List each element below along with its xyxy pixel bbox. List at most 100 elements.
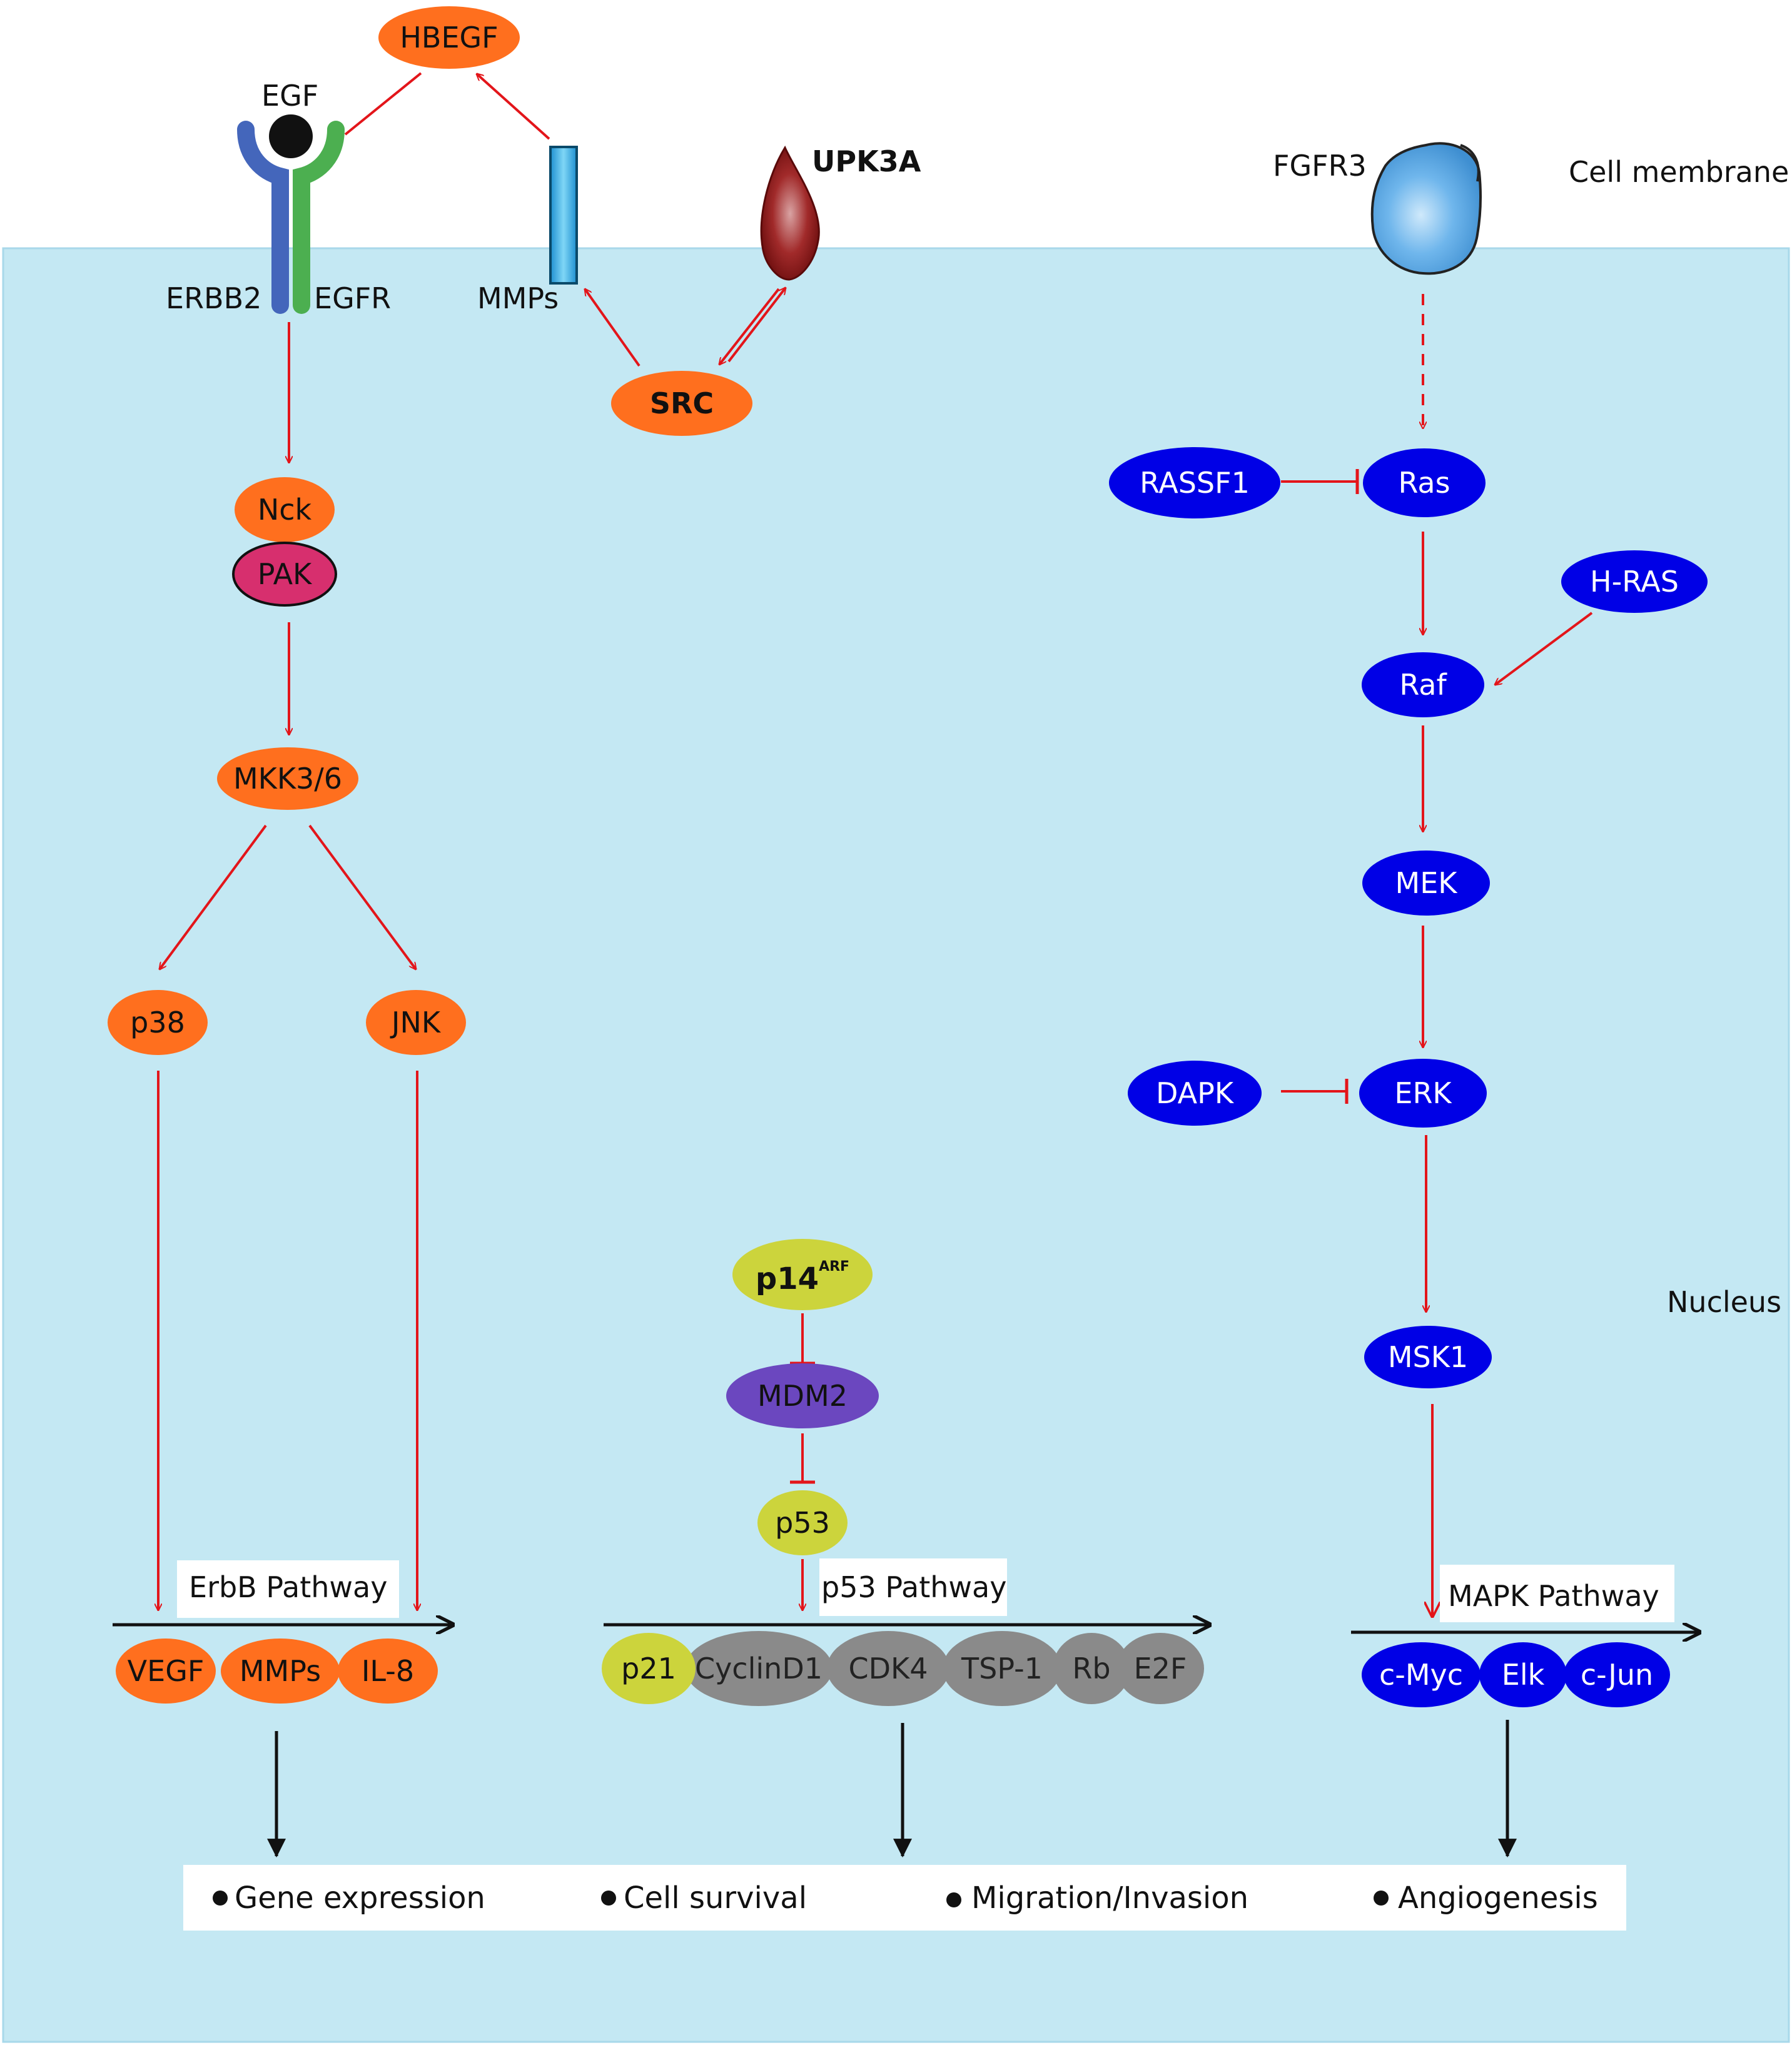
upk3a-label: UPK3A xyxy=(812,144,921,178)
edge-mkk36-jnk xyxy=(308,824,416,969)
p53-node xyxy=(757,1490,848,1555)
mek-label: MEK xyxy=(1395,866,1459,900)
fgfr3-label: FGFR3 xyxy=(1273,149,1367,183)
p53-target-tsp1-label: TSP-1 xyxy=(961,1652,1043,1685)
jnk-node xyxy=(366,990,466,1055)
egf-label: EGF xyxy=(261,79,318,113)
erbb-target-il8 xyxy=(338,1639,438,1704)
edge-src-mmps xyxy=(585,289,640,367)
mapk-target-cmyc-label: c-Myc xyxy=(1379,1658,1463,1692)
erbb2-egfr-receptor xyxy=(237,121,345,314)
mapk-target-elk xyxy=(1479,1642,1567,1707)
p14arf-node xyxy=(732,1239,873,1310)
dapk-node xyxy=(1128,1061,1262,1126)
hbegf-node xyxy=(378,6,520,69)
rassf1-label: RASSF1 xyxy=(1140,466,1250,500)
p53-label: p53 xyxy=(775,1506,830,1540)
edge-egfr-hbegf xyxy=(344,72,422,136)
upk3a-protein xyxy=(760,145,820,281)
jnk-label: JNK xyxy=(390,1006,442,1039)
erbb-target-vegf xyxy=(116,1639,216,1704)
p53-target-p21-label: p21 xyxy=(621,1652,676,1685)
mapk-target-cmyc xyxy=(1362,1642,1481,1707)
outcome-migration-invasion: Migration/Invasion xyxy=(971,1881,1248,1916)
cell-membrane-label: Cell membrane xyxy=(1569,155,1789,189)
p53-target-cyclind1 xyxy=(685,1631,833,1706)
edge-mkk36-p38 xyxy=(159,824,267,969)
src-node xyxy=(611,371,752,436)
egfr-label: EGFR xyxy=(314,281,391,315)
msk1-node xyxy=(1364,1326,1492,1388)
mdm2-node xyxy=(726,1363,879,1428)
erbb-target-il8-label: IL-8 xyxy=(362,1654,414,1688)
mek-node xyxy=(1362,851,1490,916)
edge-src-upk3a xyxy=(727,288,786,363)
mapk-pathway-label: MAPK Pathway xyxy=(1448,1579,1659,1613)
mdm2-label: MDM2 xyxy=(757,1379,848,1413)
ras-node xyxy=(1363,448,1486,517)
edges xyxy=(113,72,1700,1858)
p53-target-cdk4 xyxy=(827,1631,949,1706)
edge-upk3a-src xyxy=(719,288,780,365)
p14-text: p14 xyxy=(756,1261,819,1296)
p53-pathway-label-box xyxy=(819,1558,1007,1616)
outcome-bullet xyxy=(1374,1891,1389,1906)
p53-target-rb xyxy=(1053,1633,1130,1704)
p53-pathway-label: p53 Pathway xyxy=(821,1570,1006,1604)
erk-label: ERK xyxy=(1394,1076,1452,1110)
outcome-gene-expression: Gene expression xyxy=(235,1881,485,1916)
outcome-bullet xyxy=(946,1892,961,1907)
mmps-membrane-bar xyxy=(549,146,578,285)
rassf1-node xyxy=(1109,447,1280,518)
dapk-label: DAPK xyxy=(1156,1076,1235,1110)
mapk-target-cjun xyxy=(1564,1642,1670,1707)
fgfr3-groove xyxy=(1460,144,1480,182)
p53-target-e2f xyxy=(1116,1633,1204,1704)
erbb-target-vegf-label: VEGF xyxy=(128,1654,205,1688)
msk1-label: MSK1 xyxy=(1388,1340,1468,1374)
hbegf-label: HBEGF xyxy=(400,21,498,54)
p38-node xyxy=(108,990,208,1055)
mmps-membrane-label: MMPs xyxy=(477,281,559,315)
pak-label: PAK xyxy=(258,557,313,591)
ras-label: Ras xyxy=(1398,466,1450,500)
src-label: SRC xyxy=(650,386,714,420)
erbb-pathway-label-box xyxy=(177,1560,399,1618)
mkk36-node xyxy=(217,747,358,810)
p53-target-p21 xyxy=(602,1633,696,1704)
erbb-target-mmps xyxy=(221,1639,340,1704)
raf-node xyxy=(1362,652,1484,717)
raf-label: Raf xyxy=(1399,668,1447,702)
p53-target-tsp1 xyxy=(943,1631,1061,1706)
p14arf-label: p14ARF xyxy=(756,1259,849,1297)
erbb-pathway-label: ErbB Pathway xyxy=(189,1570,387,1604)
p53-target-cyclind1-label: CyclinD1 xyxy=(695,1652,823,1685)
nck-node xyxy=(235,477,335,542)
p14-superscript: ARF xyxy=(819,1259,849,1275)
p53-target-cdk4-label: CDK4 xyxy=(849,1652,928,1685)
mkk36-label: MKK3/6 xyxy=(233,762,342,795)
egf-ligand xyxy=(269,114,313,158)
erbb-target-mmps-label: MMPs xyxy=(240,1654,321,1688)
mapk-target-cjun-label: c-Jun xyxy=(1581,1658,1653,1692)
p53-target-e2f-label: E2F xyxy=(1134,1652,1187,1685)
outcome-bullet xyxy=(213,1891,228,1906)
hras-node xyxy=(1561,550,1708,613)
edge-hras-raf xyxy=(1495,612,1593,685)
erk-node xyxy=(1359,1059,1487,1128)
erbb2-label: ERBB2 xyxy=(166,281,261,315)
edge-mmps-hbegf xyxy=(477,74,550,140)
outcome-angiogenesis: Angiogenesis xyxy=(1398,1881,1598,1916)
hras-label: H-RAS xyxy=(1590,565,1679,598)
nck-label: Nck xyxy=(258,493,312,527)
outcome-bullet xyxy=(601,1891,616,1906)
mapk-target-elk-label: Elk xyxy=(1502,1658,1545,1692)
p38-label: p38 xyxy=(130,1006,185,1039)
outcome-cell-survival: Cell survival xyxy=(624,1881,807,1916)
mapk-pathway-label-box xyxy=(1440,1565,1674,1622)
nucleus-label: Nucleus xyxy=(1667,1285,1781,1319)
p53-target-rb-label: Rb xyxy=(1072,1652,1110,1685)
fgfr3-receptor xyxy=(1370,142,1482,275)
pak-node xyxy=(232,542,337,607)
